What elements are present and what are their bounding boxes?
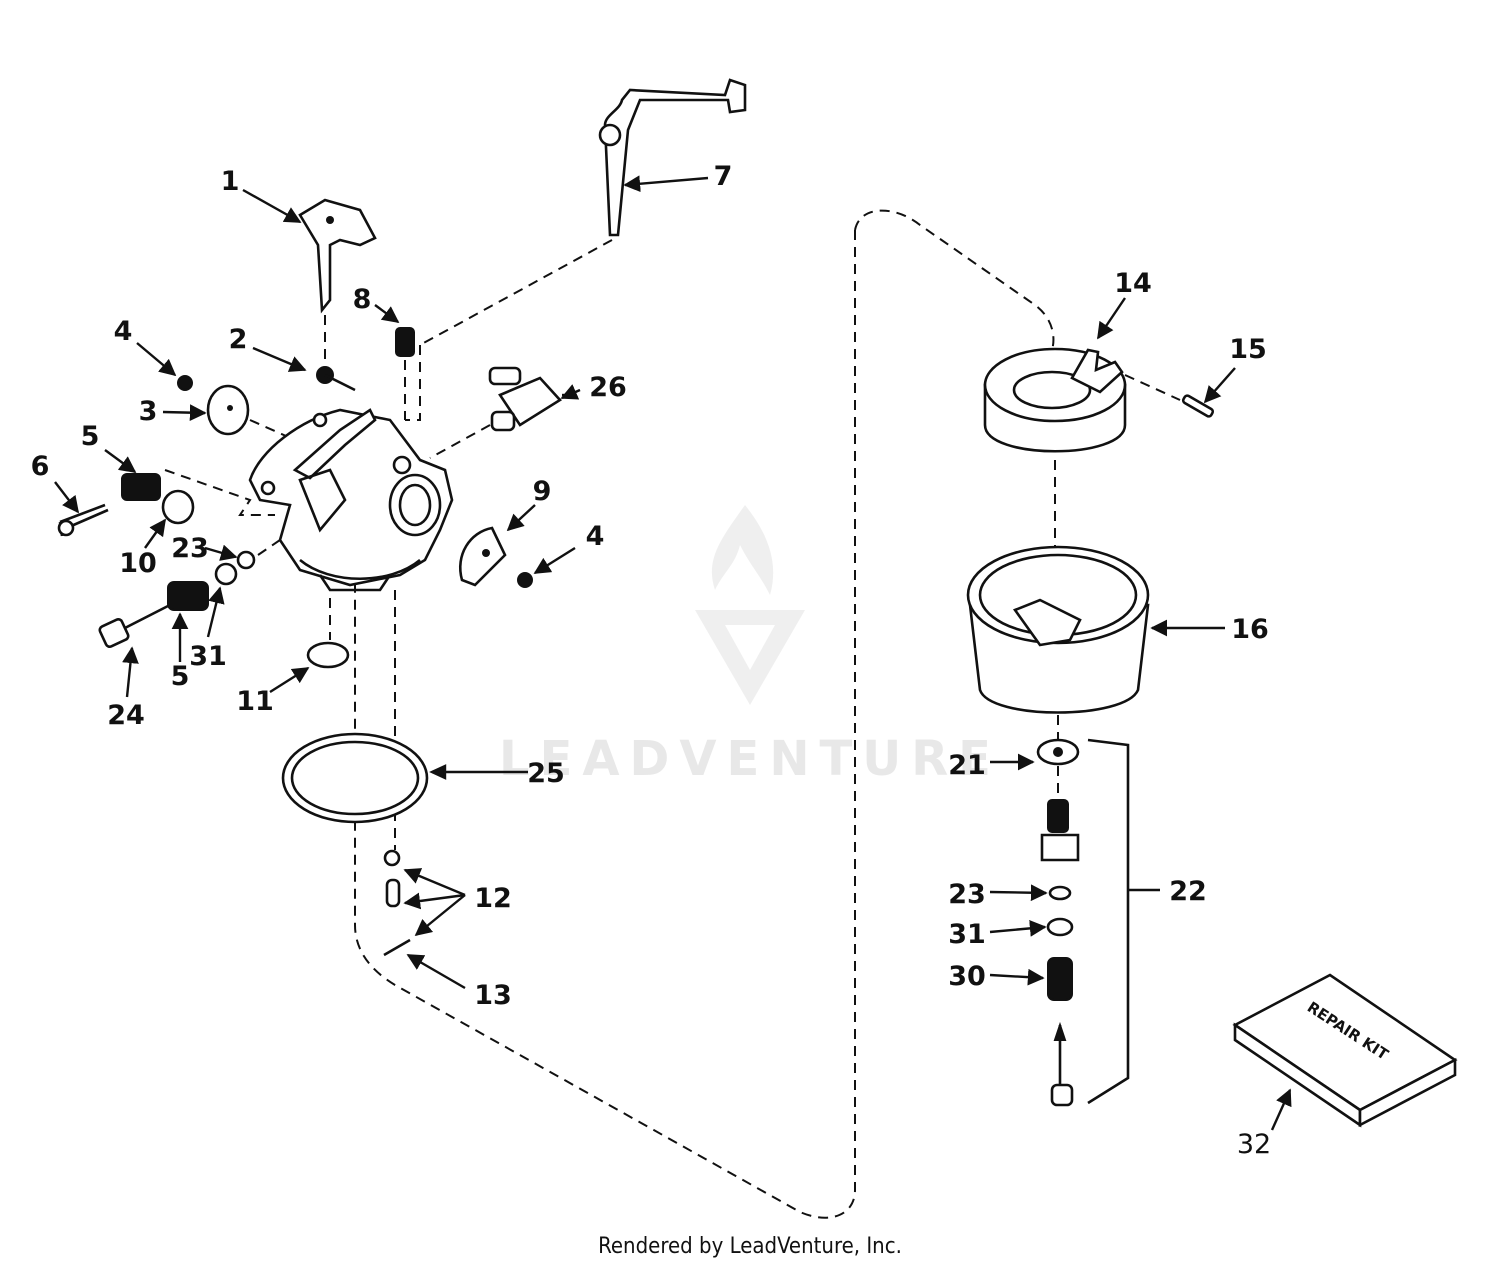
- callout-5b: 5: [171, 661, 190, 692]
- part-13-pin: [383, 938, 411, 957]
- part-22-seat: [1040, 799, 1080, 862]
- callout-12: 12: [474, 883, 512, 914]
- part-12-ball: [383, 849, 401, 867]
- part-23-washer: [236, 550, 256, 570]
- callout-4a: 4: [114, 316, 133, 347]
- callout-14: 14: [1114, 268, 1152, 299]
- part-7-throttle-link: [598, 78, 747, 237]
- part-32-repair-kit: REPAIR KIT: [1232, 973, 1458, 1128]
- callout-32: 32: [1237, 1129, 1271, 1160]
- callout-4b: 4: [586, 521, 605, 552]
- callout-10: 10: [119, 548, 157, 579]
- part-8-spring: [395, 327, 415, 357]
- part-5-lower-spring: [167, 581, 209, 611]
- callout-7: 7: [714, 161, 733, 192]
- part-25-ring: [281, 732, 429, 824]
- callout-5a: 5: [81, 421, 100, 452]
- callout-15: 15: [1229, 334, 1267, 365]
- footer-credit: Rendered by LeadVenture, Inc.: [598, 1234, 902, 1259]
- callout-24: 24: [107, 700, 145, 731]
- callout-1: 1: [221, 166, 240, 197]
- watermark-text: LEADVENTURE: [499, 731, 1001, 787]
- callout-21: 21: [948, 750, 986, 781]
- callout-26: 26: [589, 372, 627, 403]
- part-30-spring: [1047, 957, 1073, 1001]
- callout-31a: 31: [189, 641, 227, 672]
- callout-23b: 23: [948, 879, 986, 910]
- carburetor-body: [248, 408, 454, 592]
- watermark-logo: LEADVENTURE: [499, 505, 1001, 787]
- part-14-cover: [983, 347, 1127, 453]
- part-31-washer: [214, 562, 238, 586]
- part-2-spring-clip: [316, 366, 356, 392]
- callout-23a: 23: [171, 533, 209, 564]
- callout-25: 25: [527, 758, 565, 789]
- part-26-solenoid: [488, 366, 563, 432]
- callout-labels: 1 2 3 4 4 5 5 6 7 8 9 10 11 12 13 14 15 …: [31, 161, 1272, 1160]
- callout-6: 6: [31, 451, 50, 482]
- dashed-outline: [354, 209, 1055, 1219]
- part-31-washer-right: [1046, 917, 1074, 937]
- needle-valve: [1050, 1021, 1074, 1107]
- part-12-pin: [385, 878, 401, 908]
- callout-9: 9: [533, 476, 552, 507]
- part-4-screw: [177, 375, 193, 391]
- part-24-needle: [98, 604, 169, 649]
- callout-16: 16: [1231, 614, 1269, 645]
- part-5-spring: [121, 473, 161, 501]
- callout-2: 2: [229, 324, 248, 355]
- part-16-bowl: [966, 545, 1150, 714]
- leader-arrows: [54, 175, 1292, 1131]
- part-23-washer-right: [1048, 885, 1072, 901]
- part-10-plug: [161, 489, 195, 525]
- bracket-22: [1087, 738, 1130, 1105]
- part-1-bracket: [298, 198, 377, 314]
- part-4-screw-right: [517, 572, 533, 588]
- callout-31b: 31: [948, 919, 986, 950]
- part-11-gasket: [306, 641, 350, 669]
- callout-11: 11: [236, 686, 274, 717]
- part-15-pin: [1181, 394, 1215, 418]
- part-9-plate: [459, 526, 507, 587]
- callout-13: 13: [474, 980, 512, 1011]
- callout-3: 3: [139, 396, 158, 427]
- callout-22: 22: [1169, 876, 1207, 907]
- callout-8: 8: [353, 284, 372, 315]
- callout-30: 30: [948, 961, 986, 992]
